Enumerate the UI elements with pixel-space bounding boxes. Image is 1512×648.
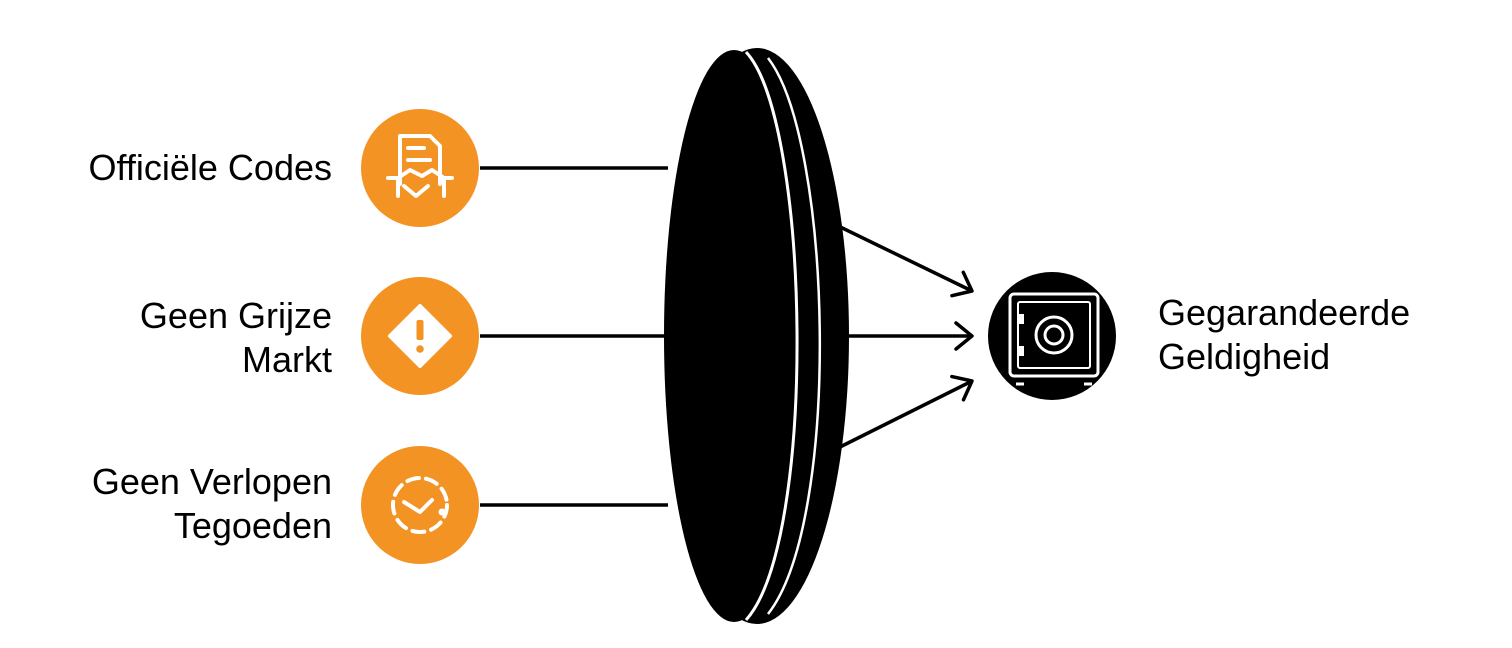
output-label-line: Geldigheid — [1158, 336, 1331, 377]
expired-clock-icon — [361, 446, 479, 564]
lens — [664, 48, 849, 624]
output-arrow-top — [829, 220, 974, 298]
input-label-grey: Geen Grijze Markt — [140, 294, 332, 382]
input-label-expired: Geen Verlopen Tegoeden — [92, 460, 332, 548]
input-label-line: Geen Verlopen — [91, 461, 332, 502]
output-arrow-bottom — [829, 374, 974, 454]
warning-diamond-icon — [361, 277, 479, 395]
input-label-official: Officiële Codes — [89, 146, 332, 190]
document-handshake-icon — [361, 109, 479, 227]
input-label-line: Tegoeden — [173, 505, 332, 546]
input-label-line: Markt — [242, 339, 332, 380]
input-label-line: Geen Grijze — [139, 295, 332, 336]
output-label-line: Gegarandeerde — [1158, 292, 1411, 333]
safe-icon — [988, 272, 1116, 400]
output-label: Gegarandeerde Geldigheid — [1158, 291, 1410, 379]
input-label-line: Officiële Codes — [88, 147, 332, 188]
